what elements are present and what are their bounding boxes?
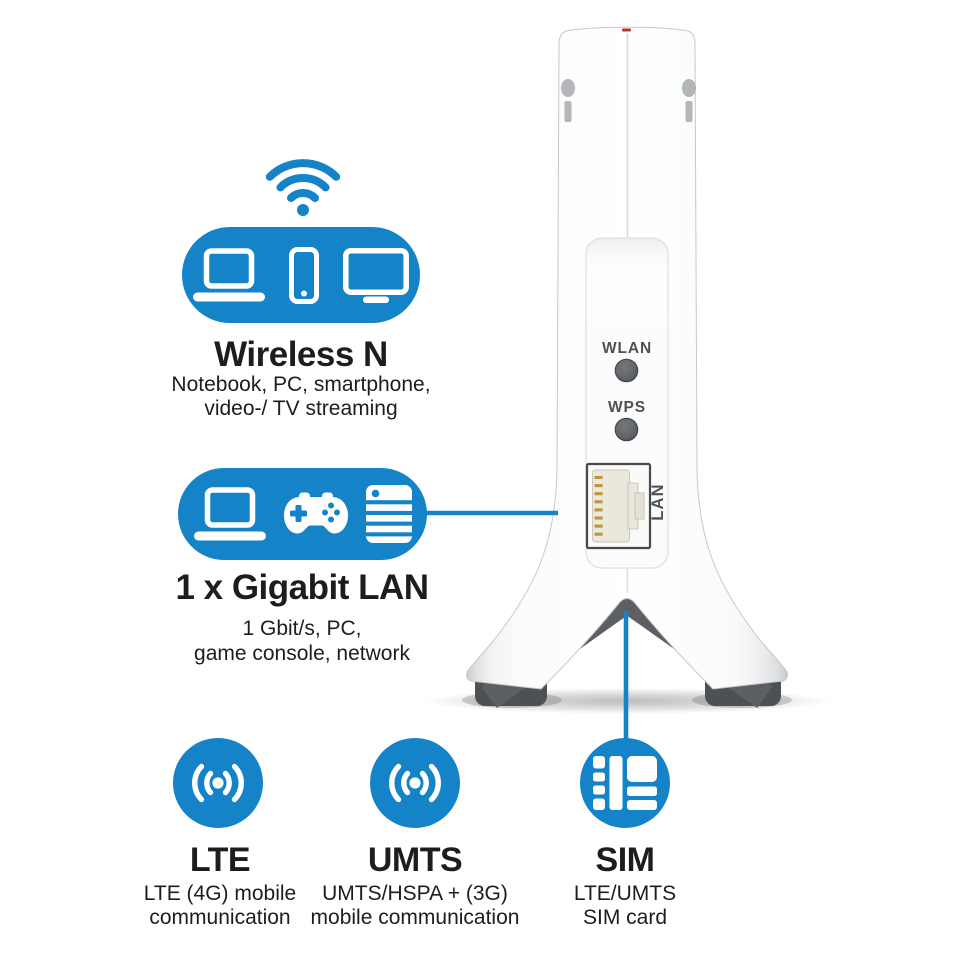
brand-logo-left-icon [561, 79, 575, 122]
wireless-title: Wireless N [214, 335, 388, 374]
wps-button-label: WPS [608, 399, 646, 416]
wifi-signal-icon [265, 159, 341, 216]
sim-description: LTE/UMTS SIM card [573, 882, 677, 929]
wireless-description: Notebook, PC, smartphone, video-/ TV str… [171, 373, 431, 420]
wlan-button [614, 358, 639, 383]
lte-description: LTE (4G) mobile communication [143, 882, 297, 929]
radio-signal-icon [192, 763, 244, 803]
network-server-icon [365, 485, 412, 543]
wps-button [614, 417, 639, 442]
red-indicator-mark [622, 28, 631, 32]
lan-port-label: LAN [649, 483, 667, 521]
sim-badge [580, 738, 670, 828]
lan-devices-pill [178, 468, 427, 560]
lan-port [585, 462, 652, 550]
tv-icon [343, 247, 409, 303]
umts-title: UMTS [367, 841, 463, 879]
umts-description: UMTS/HSPA + (3G) mobile communication [310, 882, 520, 929]
gigabit-lan-title: 1 x Gigabit LAN [175, 568, 429, 607]
game-controller-icon [283, 492, 348, 534]
umts-badge [370, 738, 460, 828]
wlan-button-label: WLAN [602, 340, 652, 357]
notebook-icon [193, 248, 265, 302]
wireless-devices-pill [182, 227, 420, 323]
lan-port-pins [594, 476, 603, 536]
gigabit-lan-description: 1 Gbit/s, PC, game console, network [194, 617, 410, 665]
brand-logo-right-icon [682, 79, 696, 122]
notebook-icon [193, 487, 266, 541]
sim-card-icon [593, 756, 657, 810]
radio-signal-icon [389, 763, 441, 803]
sim-title: SIM [595, 841, 655, 879]
lte-title: LTE [189, 841, 251, 879]
smartphone-icon [289, 246, 319, 304]
lte-badge [173, 738, 263, 828]
